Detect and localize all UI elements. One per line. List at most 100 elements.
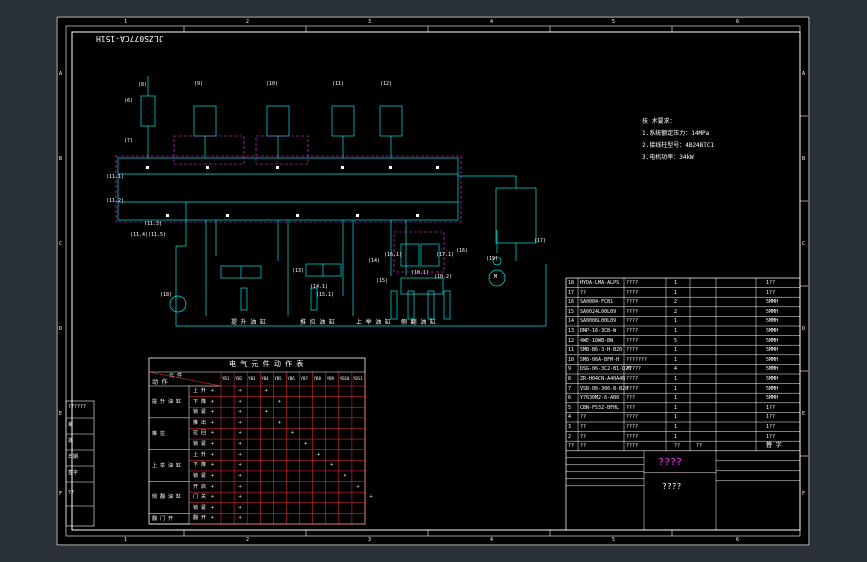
circuit-label: (8) bbox=[138, 82, 148, 88]
elec-corner-top: 元 件 bbox=[169, 373, 183, 379]
bom-cell: 1 bbox=[674, 289, 678, 296]
bom-cell: ?? bbox=[580, 443, 587, 450]
elec-column-header: YB5 bbox=[274, 376, 282, 381]
bom-cell: 4 bbox=[674, 366, 678, 373]
bom-cell: 1 bbox=[674, 433, 678, 440]
elec-action-mark: + bbox=[238, 483, 242, 490]
bom-cell: 1?? bbox=[766, 289, 776, 296]
bom-cell: 5MMH bbox=[766, 395, 779, 402]
bom-cell: 3 bbox=[568, 424, 572, 430]
bom-cell: 5MMH bbox=[766, 337, 779, 344]
bom-cell: ?? bbox=[580, 414, 587, 421]
bom-cell: 1 bbox=[674, 424, 678, 430]
elec-action-mark: + bbox=[238, 494, 242, 501]
bom-cell: 9 bbox=[568, 366, 572, 373]
bom-cell: 2 bbox=[568, 433, 572, 440]
function-label: 提 升 油 缸 bbox=[231, 319, 266, 326]
bom-cell: DSG-06-3C2-B1-D20 bbox=[580, 366, 632, 373]
title-sub: ???? bbox=[662, 481, 682, 491]
tech-req-line-2: 2.接线柱型号：4B24BTC1 bbox=[642, 142, 715, 149]
circuit-label: (12) bbox=[380, 81, 393, 87]
left-block-cell: ?????? bbox=[68, 404, 87, 410]
elec-group-name: 侧 翻 油 缸 bbox=[152, 494, 182, 501]
bom-cell: 1 bbox=[674, 404, 678, 411]
bom-cell: 18 bbox=[568, 280, 575, 286]
zone-left-label: F bbox=[59, 491, 63, 497]
elec-action-mark: + bbox=[264, 388, 268, 394]
elec-action-mark: + bbox=[277, 419, 281, 426]
bom-cell: 10 bbox=[568, 356, 575, 363]
elec-row-label: 锁 紧 bbox=[193, 504, 207, 511]
function-label: 侧 翻 油 缸 bbox=[401, 319, 436, 326]
bom-cell: 5MMH bbox=[766, 366, 779, 373]
elec-row-plus: + bbox=[211, 388, 215, 394]
bom-cell: 1 bbox=[674, 318, 678, 325]
elec-group-name: 翻 门 开 bbox=[152, 515, 174, 522]
elec-row-label: 下 降 bbox=[193, 398, 207, 405]
bom-cell: 1 bbox=[674, 376, 678, 382]
elec-row-label: 拉 回 bbox=[193, 430, 207, 437]
tech-req-heading: 技 术要求： bbox=[642, 118, 676, 125]
elec-row-label: 门 关 bbox=[193, 494, 207, 501]
circuit-label: (14) bbox=[368, 258, 381, 264]
left-block-cell: 签字 bbox=[68, 470, 79, 476]
bom-cell: HYDA-LMA-ALPS bbox=[580, 280, 620, 286]
zone-bottom-label: 6 bbox=[736, 537, 740, 543]
bom-cell: ????? bbox=[626, 366, 642, 373]
circuit-label: M bbox=[494, 274, 498, 280]
bom-cell: ???? bbox=[626, 328, 639, 334]
elec-action-mark: + bbox=[238, 472, 242, 479]
bom-cell: 5MMH bbox=[766, 308, 779, 315]
bom-cell: ?? bbox=[766, 443, 773, 450]
left-block-cell: 审 bbox=[68, 422, 74, 428]
bom-cell: 5MMH bbox=[766, 356, 779, 363]
bom-cell: 13 bbox=[568, 328, 575, 334]
bom-cell: ???? bbox=[626, 347, 639, 354]
zone-top-label: 5 bbox=[612, 19, 616, 25]
elec-action-mark: + bbox=[238, 451, 242, 458]
bom-cell: 5MMH bbox=[766, 376, 779, 382]
zone-left-label: D bbox=[59, 326, 63, 332]
elec-row-plus: + bbox=[211, 504, 215, 511]
elec-row-label: 上 升 bbox=[193, 451, 207, 458]
zone-right-label: E bbox=[802, 411, 806, 417]
circuit-label: (6) bbox=[124, 98, 134, 104]
circuit-label: (17) bbox=[534, 238, 547, 244]
bom-cell: 5MMH bbox=[766, 385, 779, 392]
bom-cell: 1 bbox=[674, 395, 678, 402]
bom-cell: ???? bbox=[626, 299, 639, 306]
bom-cell: VSB-06-306-B-B20 bbox=[580, 385, 629, 392]
left-block-cell: 日期 bbox=[68, 454, 79, 460]
bom-cell: ???? bbox=[626, 414, 639, 421]
zone-left-label: B bbox=[59, 156, 63, 162]
bom-cell: 1?? bbox=[766, 414, 776, 421]
bom-cell: Y7630M2-6-AB0 bbox=[580, 395, 620, 402]
elec-row-plus: + bbox=[211, 409, 215, 416]
bom-cell: 1?? bbox=[766, 433, 776, 440]
elec-column-header: YB2 bbox=[235, 376, 243, 381]
zone-right-label: C bbox=[802, 241, 806, 247]
bom-cell: 6 bbox=[568, 395, 572, 402]
title-block bbox=[565, 450, 801, 531]
bom-cell: 8 bbox=[568, 376, 572, 382]
bom-cell: SA0006L00L09 bbox=[580, 318, 617, 325]
elec-row-label: 下 降 bbox=[193, 462, 207, 469]
elec-column-header: YB11 bbox=[352, 376, 363, 381]
hydraulic-lines bbox=[117, 76, 547, 327]
bom-cell: 4 bbox=[568, 414, 572, 421]
elec-row-plus: + bbox=[211, 419, 215, 426]
bom-cell: ?? bbox=[674, 443, 681, 450]
bom-cell: ??????? bbox=[626, 356, 648, 363]
elec-column-header: YB4 bbox=[261, 376, 269, 381]
bom-cell: 1 bbox=[674, 414, 678, 421]
elec-action-mark: + bbox=[304, 441, 308, 448]
elec-row-plus: + bbox=[211, 483, 215, 490]
elec-action-mark: + bbox=[238, 388, 242, 394]
elec-column-header: YB9 bbox=[326, 376, 334, 381]
left-binding-block bbox=[65, 400, 95, 527]
junction-markers bbox=[146, 166, 439, 217]
elec-column-header: YB10 bbox=[339, 376, 350, 381]
bom-cell: 5MMH bbox=[766, 328, 779, 334]
elec-row-label: 推 出 bbox=[193, 419, 207, 426]
bom-cell: 5M8-06A-BFM-H bbox=[580, 356, 620, 363]
